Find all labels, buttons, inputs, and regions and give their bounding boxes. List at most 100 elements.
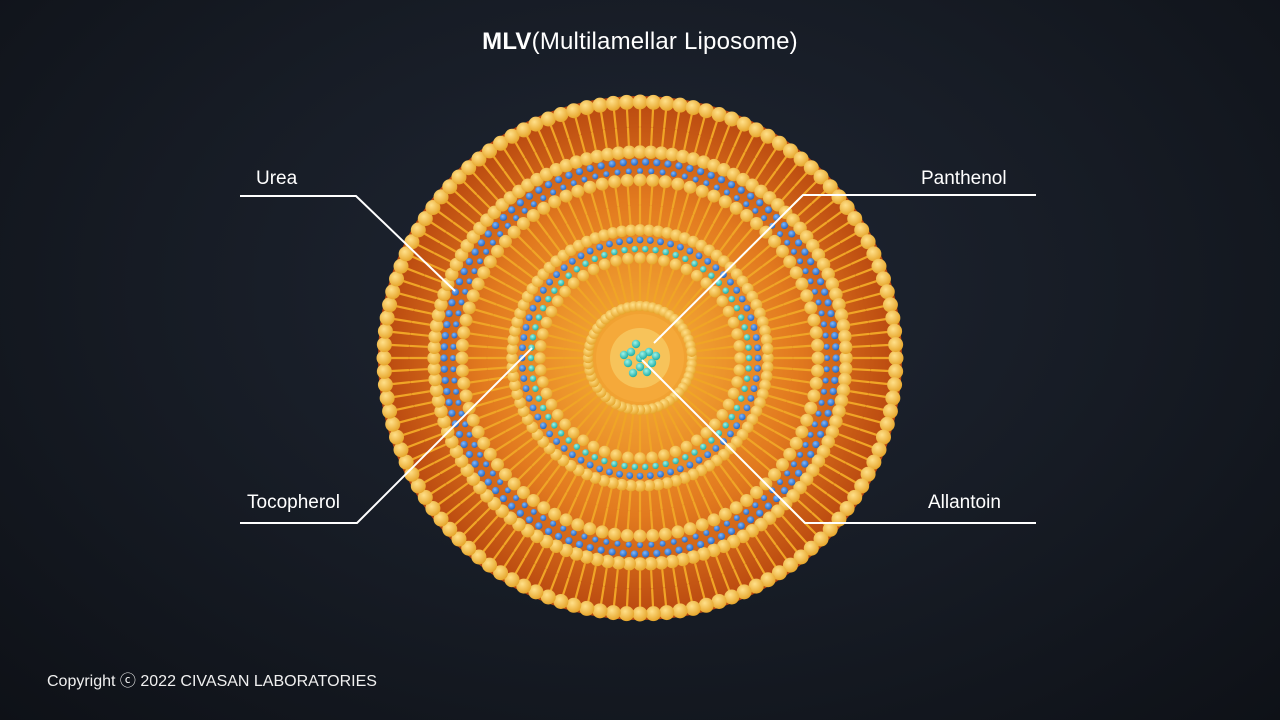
tocopherol-molecule — [745, 365, 752, 372]
urea-molecule — [471, 441, 478, 448]
middle-lipid-tail — [556, 229, 569, 246]
middle-lipid-tail — [774, 274, 792, 286]
inner-lipid-tail — [696, 347, 716, 353]
outer-lipid-tail — [694, 134, 701, 153]
tocopherol-molecule — [529, 375, 537, 382]
middle-lipid-head — [761, 361, 774, 373]
urea-molecule — [743, 201, 750, 208]
tocopherol-molecule — [641, 245, 649, 253]
tocopherol-molecule — [733, 422, 741, 430]
inner-lipid-tail — [682, 420, 695, 437]
outer-lipid-tail — [579, 563, 586, 582]
middle-lipid-tail — [566, 223, 577, 242]
urea-molecule — [540, 515, 547, 522]
urea-molecule — [831, 332, 839, 340]
middle-lipid-tail — [539, 458, 554, 474]
outer-lipid-head — [676, 552, 690, 567]
outer-lipid-head — [888, 337, 904, 353]
tocopherol-molecule — [700, 443, 707, 450]
outer-lipid-tail — [534, 151, 545, 169]
middle-lipid-tail — [671, 189, 678, 209]
tocopherol-molecule — [568, 257, 576, 265]
outer-lipid-tail — [562, 577, 570, 596]
outer-lipid-tail — [715, 556, 724, 574]
outer-lipid-tail — [537, 129, 547, 148]
inner-lipid-tail — [690, 322, 708, 333]
middle-lipid-tail — [617, 206, 622, 226]
middle-lipid-head — [750, 486, 764, 500]
urea-molecule — [499, 213, 508, 222]
middle-lipid-tail — [792, 344, 813, 349]
inner-lipid-head — [733, 340, 746, 352]
outer-lipid-head — [482, 557, 498, 573]
urea-molecule — [455, 399, 462, 406]
urea-molecule — [821, 288, 829, 296]
middle-lipid-head — [807, 313, 821, 327]
middle-lipid-tail — [478, 296, 497, 306]
tocopherol-molecule — [737, 395, 745, 402]
urea-molecule — [440, 343, 448, 351]
tocopherol-molecule — [728, 295, 735, 303]
middle-lipid-tail — [596, 211, 604, 231]
outer-lipid-tail — [398, 292, 418, 300]
middle-lipid-tail — [726, 242, 741, 258]
outer-lipid-head — [879, 284, 895, 300]
outer-lipid-tail — [410, 379, 429, 384]
urea-molecule — [477, 469, 486, 477]
outer-lipid-tail — [391, 330, 411, 335]
outer-lipid-head — [887, 323, 903, 339]
outer-lipid-tail — [437, 493, 454, 506]
outer-lipid-head — [442, 521, 458, 537]
urea-molecule — [451, 332, 458, 339]
middle-lipid-tail — [488, 274, 506, 286]
outer-lipid-head — [871, 258, 887, 274]
outer-lipid-head — [875, 429, 891, 445]
urea-molecule — [703, 180, 710, 187]
inner-lipid-tail — [707, 392, 725, 403]
middle-lipid-head — [671, 177, 685, 191]
outer-lipid-head — [839, 351, 853, 365]
middle-lipid-tail — [617, 490, 622, 510]
middle-lipid-tail — [761, 293, 780, 304]
middle-lipid-tail — [578, 501, 588, 520]
urea-molecule — [823, 366, 830, 373]
outer-lipid-tail — [492, 155, 505, 172]
outer-lipid-tail — [537, 568, 547, 587]
inner-lipid-tail — [674, 273, 685, 291]
outer-lipid-tail — [534, 547, 545, 565]
outer-lipid-head — [493, 135, 509, 151]
urea-molecule — [824, 355, 830, 361]
outer-lipid-tail — [722, 124, 731, 143]
outer-lipid-tail — [445, 200, 461, 214]
outer-lipid-tail — [833, 221, 850, 233]
middle-lipid-tail — [711, 470, 724, 487]
middle-lipid-tail — [685, 482, 695, 502]
urea-molecule — [637, 542, 643, 548]
urea-molecule — [790, 248, 797, 255]
outer-lipid-head — [659, 95, 675, 111]
tocopherol-molecule — [741, 324, 748, 331]
outer-lipid-tail — [851, 332, 870, 337]
tocopherol-molecule — [708, 437, 715, 444]
outer-lipid-head — [382, 403, 398, 419]
inner-lipid-head — [537, 328, 549, 340]
urea-molecule — [811, 421, 818, 428]
outer-lipid-tail — [409, 344, 428, 348]
inner-lipid-tail — [605, 428, 614, 448]
urea-molecule — [641, 158, 650, 166]
outer-lipid-tail — [417, 462, 435, 472]
middle-lipid-head — [483, 255, 497, 269]
urea-molecule — [540, 194, 547, 201]
inner-lipid-tail — [568, 330, 588, 339]
tocopherol-molecule — [745, 354, 753, 362]
tocopherol-molecule — [532, 324, 539, 331]
middle-lipid-tail — [556, 206, 568, 224]
outer-lipid-tail — [612, 587, 617, 607]
outer-lipid-tail — [651, 588, 655, 608]
urea-molecule — [625, 168, 632, 175]
inner-lipid-tail — [666, 428, 675, 448]
outer-lipid-head — [377, 377, 393, 393]
outer-lipid-tail — [411, 320, 431, 326]
outer-lipid-head — [382, 297, 398, 313]
middle-lipid-head — [507, 225, 521, 239]
